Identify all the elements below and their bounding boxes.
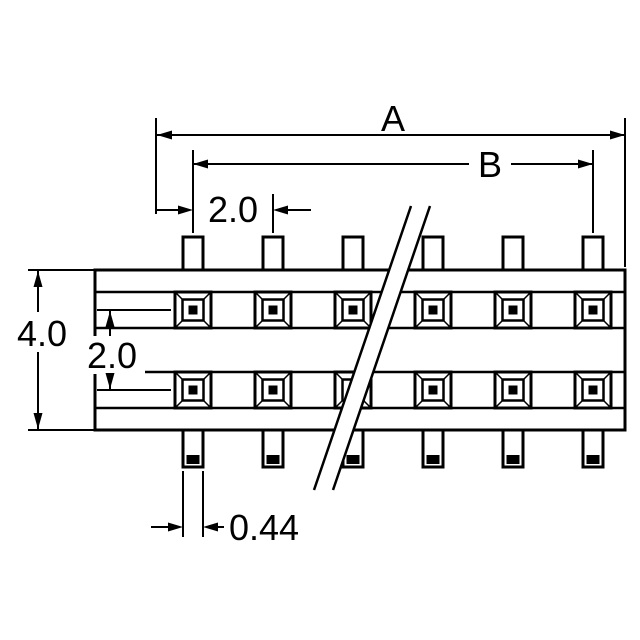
break-mask <box>314 206 430 490</box>
arrowhead <box>203 522 218 532</box>
pin-top <box>421 235 445 272</box>
contact-pad <box>493 290 533 330</box>
dimension-b: B <box>192 144 594 233</box>
arrowhead <box>178 205 193 215</box>
pin-top <box>261 235 285 272</box>
dimension-a: A <box>155 98 626 267</box>
contact-pad <box>573 370 613 410</box>
contact-pad <box>413 370 453 410</box>
pin-bottom <box>261 428 285 469</box>
dim-b-label: B <box>478 144 502 185</box>
pin-bottom <box>581 428 605 469</box>
pin-top <box>581 235 605 272</box>
dimension-pitch: 2.0 <box>157 189 311 233</box>
pin-bottom <box>501 428 525 469</box>
label-mask <box>79 336 145 374</box>
dimension-body-height: 4.0 <box>6 269 95 431</box>
arrowhead <box>157 130 172 140</box>
dimension-row-pitch: 2.0 <box>79 309 171 391</box>
break-line <box>312 205 413 491</box>
arrowhead <box>105 373 115 389</box>
pin-top <box>341 235 365 272</box>
height-label: 4.0 <box>17 313 67 354</box>
dim-a-label: A <box>381 98 405 139</box>
arrowhead <box>610 130 625 140</box>
arrowhead <box>105 311 115 327</box>
contact-pad <box>253 290 293 330</box>
arrowhead <box>33 413 43 429</box>
pin-width-label: 0.44 <box>229 507 299 548</box>
contact-pad <box>173 290 213 330</box>
arrowhead <box>168 522 183 532</box>
break-lines <box>312 205 432 491</box>
pitch-label: 2.0 <box>208 189 258 230</box>
pin-bottom <box>181 428 205 469</box>
label-mask <box>469 147 511 181</box>
pin-top <box>181 235 205 272</box>
arrowhead <box>33 271 43 287</box>
pin-row-bottom <box>181 428 605 469</box>
contact-pad <box>413 290 453 330</box>
pin-top <box>501 235 525 272</box>
row-pitch-label: 2.0 <box>87 335 137 376</box>
contact-pad <box>173 370 213 410</box>
contact-pad <box>493 370 533 410</box>
contact-pad <box>253 370 293 410</box>
contact-pad <box>333 290 373 330</box>
pin-bottom <box>421 428 445 469</box>
arrowhead <box>578 159 593 169</box>
break-line <box>331 205 432 491</box>
arrowhead <box>193 159 208 169</box>
label-mask <box>6 312 78 352</box>
contact-pad <box>573 290 613 330</box>
dimension-pin-width: 0.44 <box>151 471 299 548</box>
arrowhead <box>273 205 288 215</box>
